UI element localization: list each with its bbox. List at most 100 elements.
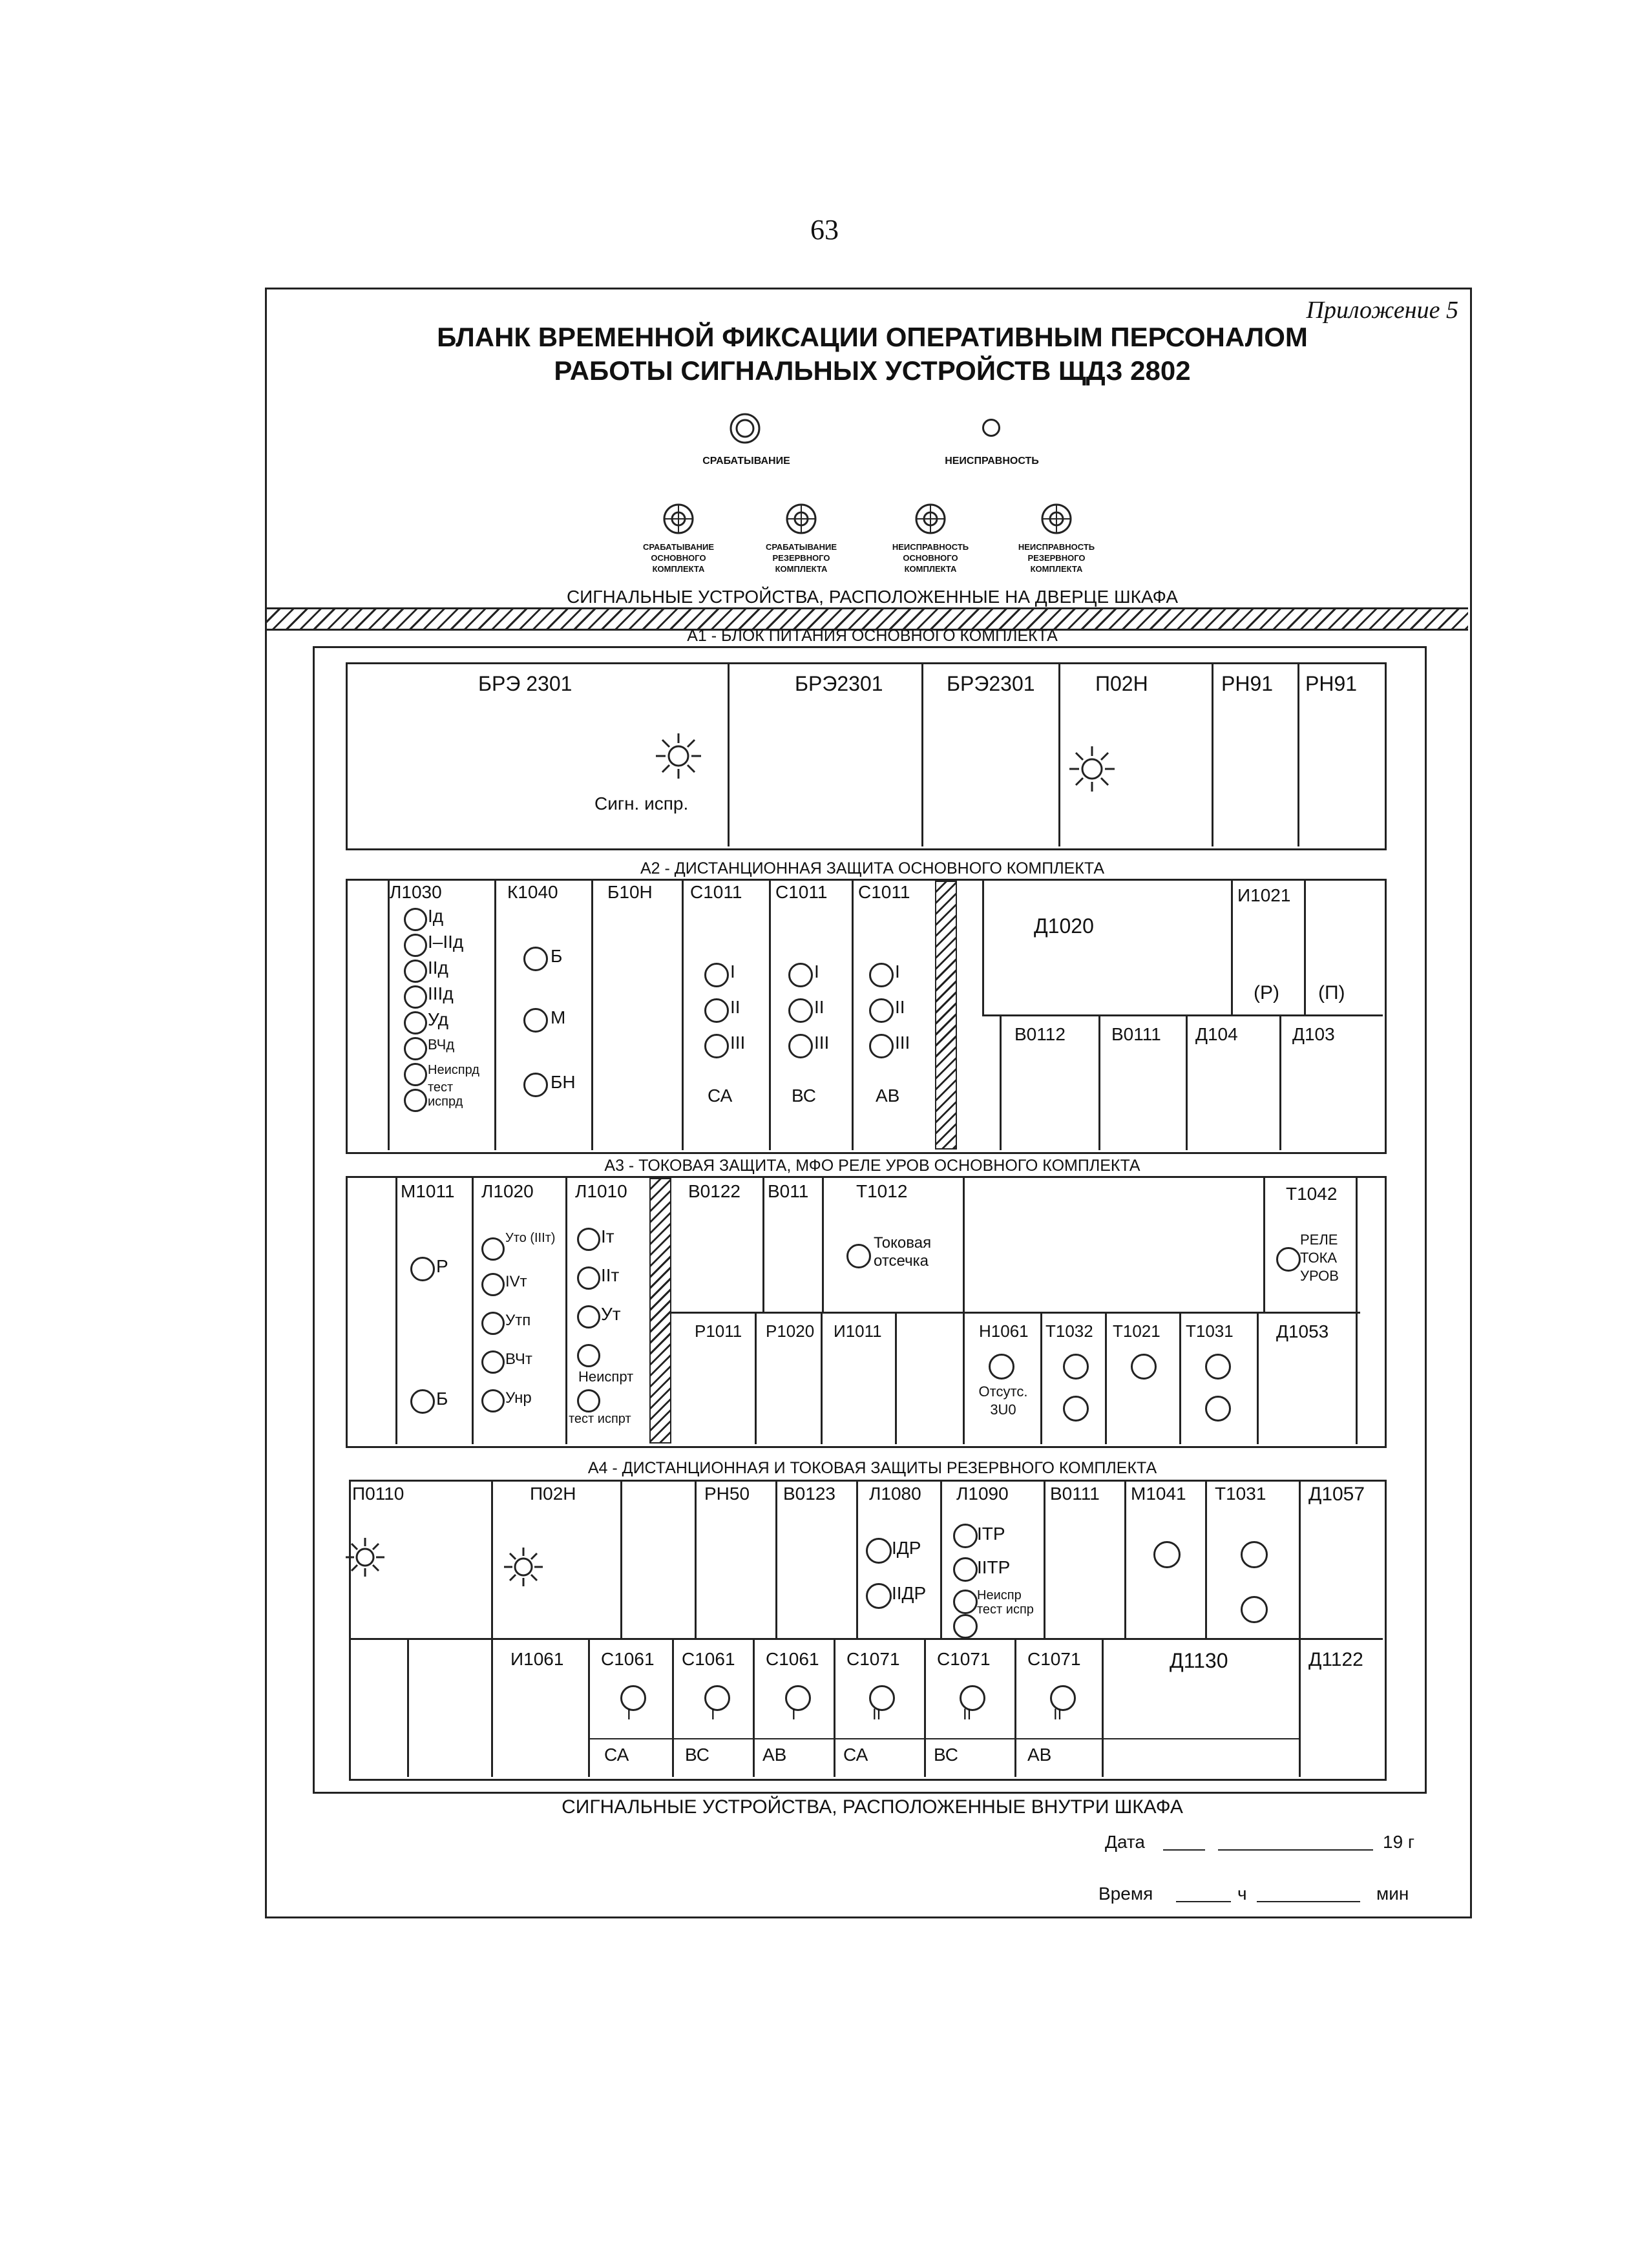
a4-divider (491, 1482, 493, 1638)
a3-bottom-label: Н1061 (979, 1321, 1029, 1341)
a4-c1061-lamp-num: I (627, 1706, 631, 1723)
a3-divider (565, 1178, 567, 1444)
a3-divider (963, 1314, 965, 1444)
a3-n1061-lamp-label: Отсутс. 3U0 (978, 1383, 1028, 1418)
date-month-field[interactable] (1218, 1849, 1373, 1851)
trip-reserve-legend-label: СРАБАТЫВАНИЕ РЕЗЕРВНОГО КОМПЛЕКТА (765, 542, 837, 574)
a3-l1020-lamp-label: IVт (505, 1273, 527, 1290)
a3-l1010-lamp-label: тест испрт (569, 1412, 631, 1426)
a2-c1011-lamp (869, 998, 894, 1023)
a3-l1010-label: Л1010 (575, 1181, 627, 1201)
a3-divider (755, 1314, 757, 1444)
a3-divider (821, 1314, 823, 1444)
a3-divider (1263, 1178, 1265, 1312)
date-day-field[interactable] (1163, 1849, 1205, 1851)
a4-divider (491, 1640, 493, 1777)
a4-l1090-lamp (953, 1524, 978, 1548)
a3-l1010-lamp-label: IIт (601, 1265, 620, 1285)
a3-l1020-label: Л1020 (481, 1181, 534, 1201)
a4-divider (1299, 1482, 1301, 1638)
a3-l1010-lamp (577, 1389, 600, 1412)
a4-bottom-label: С1061 (601, 1649, 655, 1669)
a2-divider (1000, 1016, 1002, 1150)
a4-bottom-label: Д1130 (1170, 1649, 1228, 1672)
a2-c1011-lamp (869, 963, 894, 987)
a4-c1071-phase: СА (843, 1745, 868, 1765)
a1-panel (346, 662, 1387, 850)
a3-t1012-lamp-label: Токовая отсечка (874, 1234, 932, 1270)
a2-c1011-lamp (869, 1034, 894, 1058)
fault-legend-label: НЕИСПРАВНОСТЬ (945, 456, 1039, 467)
a4-c1061-lamp (620, 1685, 646, 1711)
a4-l1090-lamp-label: IIТР (977, 1557, 1011, 1577)
a2-r-label: (Р) (1254, 982, 1279, 1003)
trip-legend-icon (729, 412, 761, 445)
a4-divider (351, 1638, 1383, 1640)
trip-main-legend-label: СРАБАТЫВАНИЕ ОСНОВНОГО КОМПЛЕКТА (642, 542, 715, 574)
a4-divider (620, 1482, 622, 1638)
fault-main-legend-label: НЕИСПРАВНОСТЬ ОСНОВНОГО КОМПЛЕКТА (892, 542, 969, 574)
time-hours-field[interactable] (1176, 1901, 1231, 1902)
a4-l1080-lamp-label: IIДР (892, 1583, 927, 1603)
a3-divider (1040, 1314, 1042, 1444)
a2-l1030-lamp (404, 1011, 427, 1034)
appendix-label: Приложение 5 (1306, 297, 1458, 324)
a4-c1071-lamp-num: II (963, 1706, 972, 1723)
a3-t1012-lamp (846, 1244, 871, 1268)
trip-reserve-legend-icon (785, 503, 817, 535)
a4-c1061-phase: ВС (685, 1745, 709, 1765)
a2-l1030-lamp (404, 985, 427, 1009)
a3-l1010-lamp (577, 1305, 600, 1328)
a3-divider (1257, 1314, 1259, 1444)
fault-legend-icon (982, 419, 1000, 437)
a2-bottom-label: Д104 (1195, 1024, 1238, 1044)
a2-l1030-lamp-label: IIIд (428, 983, 454, 1003)
a3-bottom-label: Т1021 (1113, 1321, 1161, 1341)
a2-l1030-lamp (404, 960, 427, 983)
a3-t1012-label: Т1012 (856, 1181, 908, 1201)
inside-caption: СИГНАЛЬНЫЕ УСТРОЙСТВА, РАСПОЛОЖЕННЫЕ ВНУ… (562, 1796, 1183, 1818)
a2-c1011-lamp-label: II (814, 997, 824, 1017)
a3-hatch (649, 1178, 671, 1444)
a4-l1090-lamp-label: Неиспр тест испр (977, 1588, 1034, 1617)
time-minutes-field[interactable] (1257, 1901, 1360, 1902)
a4-divider (695, 1482, 697, 1638)
a4-c1071-phase: ВС (934, 1745, 958, 1765)
a3-m1011-lamp-label: Р (436, 1256, 448, 1276)
a2-c1011-lamp (788, 1034, 813, 1058)
a3-divider (1356, 1178, 1358, 1444)
a2-divider (1304, 881, 1306, 1016)
a3-l1020-lamp (481, 1350, 505, 1374)
form-frame (265, 288, 1472, 1918)
a2-l1030-lamp (404, 1037, 427, 1060)
a1-rn-label: РН91 (1305, 672, 1358, 695)
a3-l1020-lamp-label: Унр (505, 1389, 532, 1407)
a3-l1010-lamp (577, 1228, 600, 1251)
a4-c1071-lamp-num: II (1053, 1706, 1062, 1723)
a2-c1011-lamp (704, 963, 729, 987)
page-number: 63 (810, 214, 839, 246)
a1-p02-label: П02Н (1095, 672, 1148, 695)
a3-m1011-lamp (410, 1389, 435, 1414)
a2-title: А2 - ДИСТАНЦИОННАЯ ЗАЩИТА ОСНОВНОГО КОМП… (640, 859, 1104, 877)
door-caption: СИГНАЛЬНЫЕ УСТРОЙСТВА, РАСПОЛОЖЕННЫЕ НА … (566, 587, 1179, 607)
a3-divider (395, 1178, 397, 1444)
a4-bottom-label: С1071 (937, 1649, 991, 1669)
a2-l1030-lamp-label: Iд (428, 906, 444, 926)
a3-bottom-label: Т1032 (1045, 1321, 1093, 1341)
a4-divider (856, 1482, 858, 1638)
a3-m1011-lamp-label: Б (436, 1389, 448, 1409)
a2-c1011-lamp (788, 998, 813, 1023)
a3-l1010-lamp-label: Iт (601, 1226, 614, 1246)
a2-k1040-label: К1040 (507, 882, 558, 902)
a2-c1011-phase: СА (708, 1086, 733, 1106)
a3-l1020-lamp (481, 1273, 505, 1296)
a4-top-label: П0110 (352, 1484, 404, 1504)
a2-divider (1186, 1016, 1188, 1150)
a1-title: А1 - БЛОК ПИТАНИЯ ОСНОВНОГО КОМПЛЕКТА (687, 627, 1058, 645)
a2-divider (982, 1014, 1383, 1016)
a4-c1061-lamp-num: I (792, 1706, 796, 1723)
a3-t1042-lamp-label: РЕЛЕ ТОКА УРОВ (1300, 1232, 1339, 1284)
a2-i1021-label: И1021 (1237, 885, 1291, 905)
a2-divider (388, 881, 390, 1150)
